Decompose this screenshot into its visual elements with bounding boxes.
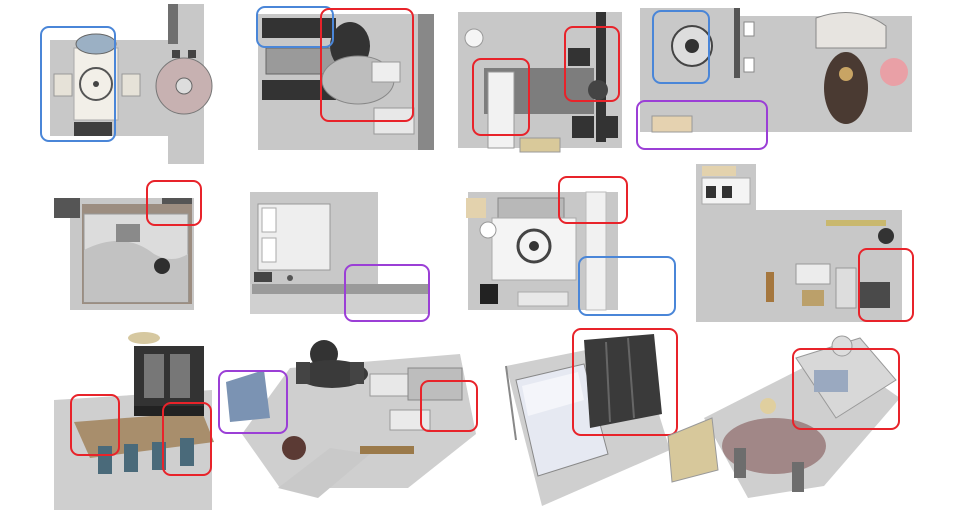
scene-1-render bbox=[50, 4, 213, 164]
scene-11-bedroom-perspective bbox=[476, 330, 672, 514]
scene-8-open-plan-top bbox=[696, 164, 916, 326]
scene-3-render bbox=[458, 12, 622, 153]
scene-8-render bbox=[696, 164, 902, 322]
scene-5-render bbox=[54, 198, 194, 310]
scene-9-render bbox=[54, 332, 214, 510]
scene-5-bedroom-top bbox=[54, 190, 204, 318]
scene-1-dining-room-top bbox=[40, 4, 213, 172]
scene-6-bedroom-top bbox=[250, 192, 430, 318]
annotation-box-blue bbox=[578, 256, 676, 316]
annotation-box-red bbox=[420, 380, 478, 432]
scene-10-living-perspective bbox=[220, 338, 484, 498]
scene-2-dining-room-top bbox=[258, 8, 438, 150]
annotation-box-red bbox=[572, 328, 678, 436]
scene-12-render bbox=[667, 335, 900, 498]
annotation-box-blue bbox=[256, 6, 334, 48]
annotation-box-blue bbox=[652, 10, 710, 84]
annotation-box-red bbox=[858, 248, 914, 322]
annotation-box-purple bbox=[218, 370, 288, 434]
annotation-box-red bbox=[792, 348, 900, 430]
scene-10-render bbox=[226, 340, 476, 498]
scene-9-dining-perspective bbox=[54, 330, 222, 514]
scene-11-render bbox=[505, 334, 670, 506]
annotation-box-red bbox=[320, 8, 414, 122]
annotation-box-red bbox=[558, 176, 628, 224]
annotation-box-red bbox=[162, 402, 212, 476]
annotation-box-red bbox=[70, 394, 120, 456]
annotation-box-red bbox=[472, 58, 530, 136]
annotation-box-blue bbox=[40, 26, 116, 142]
scene-7-living-room-top bbox=[462, 188, 638, 316]
annotation-box-purple bbox=[636, 100, 768, 150]
scene-4-render bbox=[640, 8, 912, 133]
scene-4-living-dining-top bbox=[640, 8, 916, 138]
annotation-box-red bbox=[146, 180, 202, 226]
scene-6-render bbox=[250, 192, 428, 314]
annotation-box-purple bbox=[344, 264, 430, 322]
annotation-box-red bbox=[564, 26, 620, 102]
scene-2-render bbox=[258, 14, 434, 150]
scene-7-render bbox=[466, 191, 618, 311]
scene-12-dining-perspective bbox=[664, 322, 910, 506]
scene-3-kitchen-top bbox=[458, 12, 628, 154]
